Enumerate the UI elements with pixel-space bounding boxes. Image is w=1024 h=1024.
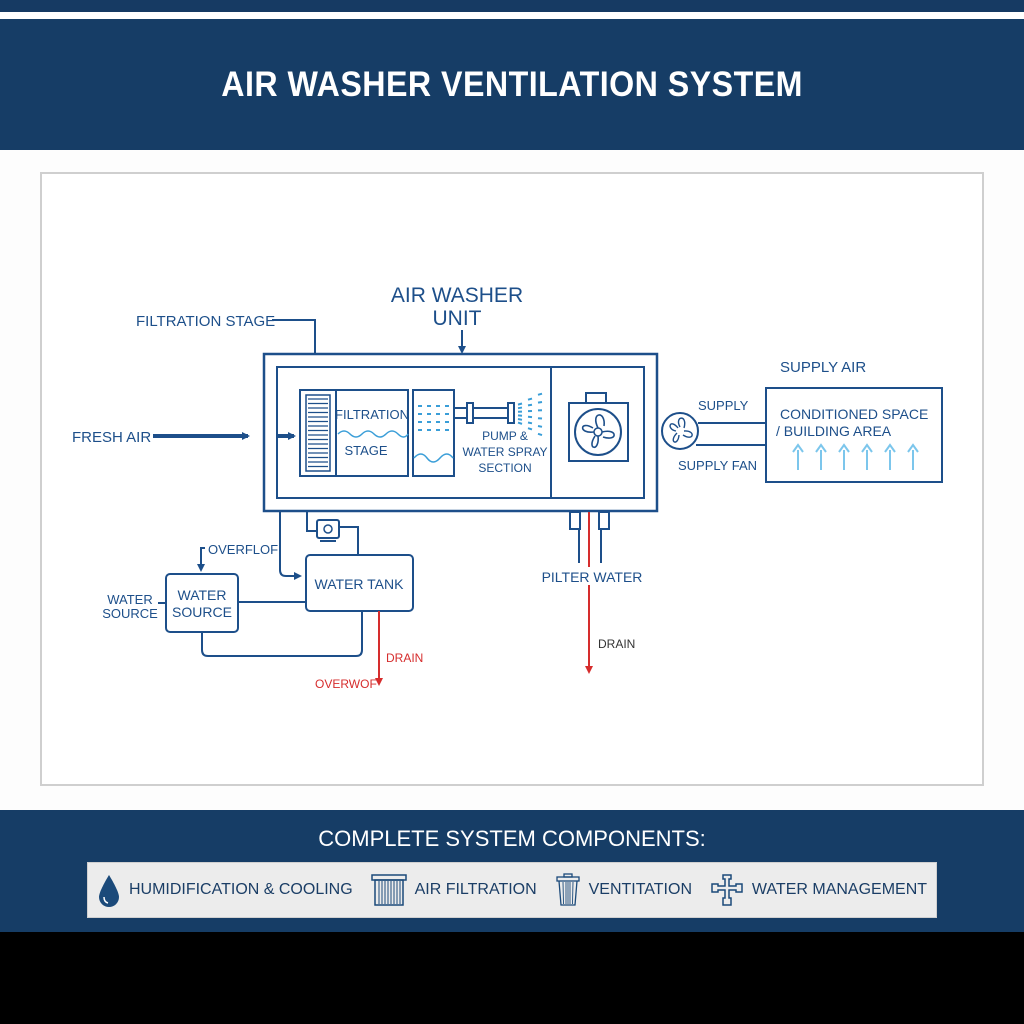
supply-fan-label: SUPPLY FAN	[678, 458, 757, 473]
drain-nozzle-left	[569, 511, 581, 530]
water-tank-box	[305, 554, 414, 612]
spray-label-line1: PUMP &	[482, 429, 528, 443]
diagram-area: AIR WASHER UNIT FILTRATION STAGE FRESH A…	[0, 150, 1024, 810]
water-source-box-line1: WATER	[178, 587, 227, 603]
water-source-outer-line1: WATER	[107, 592, 153, 607]
diagram-frame	[40, 172, 984, 786]
unit-fan-icon	[568, 392, 629, 462]
overflow-bottom-label: OVERWOF	[315, 677, 377, 691]
filter-slats	[308, 398, 328, 468]
conditioned-space-box	[765, 387, 943, 483]
spray-droplet	[517, 406, 523, 410]
filtration-box-line2: STAGE	[344, 443, 387, 458]
system-diagram: AIR WASHER UNIT FILTRATION STAGE FRESH A…	[72, 284, 943, 691]
ventilation-canister-icon	[555, 873, 580, 906]
water-source-box-line2: SOURCE	[172, 604, 232, 620]
water-source-box	[165, 573, 239, 633]
spray-droplet	[517, 402, 523, 406]
drain-left-label: DRAIN	[386, 651, 423, 665]
filtration-callout-line	[272, 319, 316, 354]
overflow-top-label: OVERFLOF	[208, 542, 278, 557]
pump-pipe-left	[306, 511, 316, 532]
filter-water-label-bg	[546, 567, 638, 585]
supply-arrow-head	[838, 443, 850, 453]
spray-droplet	[517, 418, 523, 421]
supply-airflow-arrows	[792, 443, 919, 470]
fresh-air-label: FRESH AIR	[72, 429, 151, 446]
spray-droplet	[517, 421, 523, 425]
spray-droplet	[537, 425, 543, 428]
component-label: WATER MANAGEMENT	[751, 881, 928, 898]
components-title: COMPLETE SYSTEM COMPONENTS:	[318, 826, 706, 851]
page-title: AIR WASHER VENTILATION SYSTEM	[221, 64, 803, 104]
unit-title-line1: AIR WASHER	[391, 284, 523, 307]
spray-flange-left	[466, 402, 474, 424]
component-water-management: WATER MANAGEMENT	[710, 873, 927, 907]
overflow-top-arrow	[197, 547, 205, 572]
air-filter-icon	[370, 874, 407, 906]
supply-arrow-head	[861, 443, 873, 453]
conditioned-space-line1: CONDITIONED SPACE	[780, 406, 928, 422]
spray-water-wave	[413, 453, 454, 463]
spray-droplet	[527, 427, 533, 431]
component-ventilation: VENTITATION	[555, 873, 692, 907]
pump-icon	[316, 519, 340, 542]
air-washer-unit-inner	[276, 366, 645, 499]
air-washer-unit-outer	[262, 352, 659, 513]
components-footer: COMPLETE SYSTEM COMPONENTS: HUMIDIFICATI…	[0, 810, 1024, 932]
supply-fan-icon	[661, 412, 699, 450]
supply-arrow-head	[792, 443, 804, 453]
unit-to-tank-pipe	[279, 511, 302, 580]
water-tank-label: WATER TANK	[315, 576, 405, 592]
component-humidification: HUMIDIFICATION & COOLING	[97, 873, 353, 907]
spray-flange-right	[507, 402, 515, 424]
bottom-letterbox	[0, 932, 1024, 1024]
tank-return-pipe	[201, 611, 363, 657]
spray-droplet	[527, 421, 533, 425]
components-legend: HUMIDIFICATION & COOLING AIR FILTRATION	[87, 862, 937, 918]
component-label: VENTITATION	[588, 881, 692, 898]
pump-to-tank-pipe	[339, 526, 359, 555]
filter-water-label: PILTER WATER	[542, 569, 643, 585]
filtration-wave	[337, 430, 409, 438]
spray-droplets-left	[418, 405, 449, 431]
water-drop-icon	[98, 875, 119, 907]
component-label: HUMIDIFICATION & COOLING	[128, 881, 353, 898]
water-source-outer-line2: SOURCE	[102, 606, 158, 621]
supply-arrow-head	[907, 443, 919, 453]
supply-air-label: SUPPLY AIR	[780, 359, 866, 376]
conditioned-space-line2: / BUILDING AREA	[776, 423, 892, 439]
component-label: AIR FILTRATION	[414, 881, 537, 898]
unit-title-line2: UNIT	[433, 307, 482, 330]
spray-droplet	[527, 397, 533, 401]
header-banner: AIR WASHER VENTILATION SYSTEM	[0, 19, 1024, 150]
filtration-stage-box	[299, 389, 409, 477]
filtration-callout-label: FILTRATION STAGE	[136, 313, 275, 330]
spray-droplet	[537, 392, 543, 396]
spray-nozzle-droplets	[517, 392, 543, 437]
component-air-filtration: AIR FILTRATION	[370, 873, 537, 907]
top-strip	[0, 0, 1024, 12]
spray-chamber-box	[412, 389, 455, 477]
top-divider	[0, 12, 1024, 19]
spray-label-line2: WATER SPRAY	[462, 445, 547, 459]
supply-label: SUPPLY	[698, 398, 749, 413]
filter-media-icon	[305, 394, 331, 472]
filtration-box-line1: FILTRATION	[335, 407, 409, 422]
spray-droplet	[537, 432, 543, 437]
drain-right-label: DRAIN	[598, 637, 635, 651]
drain-nozzle-right	[598, 511, 610, 530]
pipe-fitting-icon	[711, 874, 743, 906]
spray-label-line3: SECTION	[478, 461, 531, 475]
spray-droplet	[537, 400, 543, 404]
supply-arrow-head	[884, 443, 896, 453]
supply-arrow-head	[815, 443, 827, 453]
spray-droplet	[527, 403, 533, 407]
